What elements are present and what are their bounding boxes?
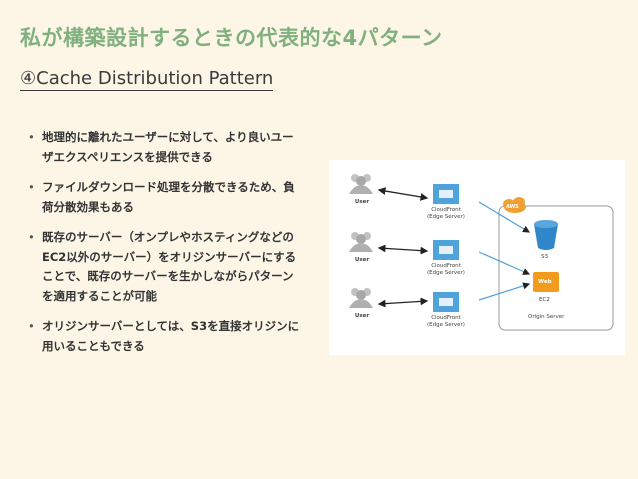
cloudfront-icon [433,184,459,204]
s3-label: S3 [541,254,548,260]
bullet-item: ファイルダウンロード処理を分散できるため、負荷分散効果もある [28,178,303,217]
user-icon [349,288,373,308]
bullet-item: オリジンサーバーとしては、S3を直接オリジンに用いることもできる [28,317,303,356]
bullet-item: 地理的に離れたユーザーに対して、より良いユーザエクスペリエンスを提供できる [28,128,303,167]
ec2-label: EC2 [539,297,550,303]
user-edge-arrow [377,244,429,255]
cloudfront-name: CloudFront [431,315,461,321]
architecture-diagram: User User User CloudFront (Edge Server) … [329,160,625,355]
cloudfront-role: (Edge Server) [427,269,465,276]
origin-server-label: Origin Server [528,314,565,320]
user-icon [349,232,373,252]
bullet-list: 地理的に離れたユーザーに対して、より良いユーザエクスペリエンスを提供できる ファ… [28,128,303,367]
slide-title: 私が構築設計するときの代表的な4パターン [20,26,443,50]
cloudfront-icon [433,292,459,312]
cloudfront-role: (Edge Server) [427,213,465,220]
cloudfront-name: CloudFront [431,263,461,269]
cloudfront-name: CloudFront [431,207,461,213]
cloudfront-label: CloudFront (Edge Server) [416,263,476,276]
cloudfront-label: CloudFront (Edge Server) [416,207,476,220]
origin-arrow [478,201,531,233]
user-label: User [354,313,370,319]
user-edge-arrow [377,297,429,308]
aws-cloud-icon [503,197,526,213]
aws-badge-label: AWS [506,204,519,210]
cloudfront-role: (Edge Server) [427,321,465,328]
origin-server-box [498,205,614,331]
cloudfront-label: CloudFront (Edge Server) [416,315,476,328]
user-icon [349,174,373,194]
origin-arrow [478,251,531,275]
s3-bucket-icon [534,220,558,250]
user-label: User [354,257,370,263]
origin-arrow [478,282,531,301]
user-edge-arrow [377,187,429,201]
ec2-web-icon [533,272,559,292]
web-label: Web [538,279,552,285]
user-label: User [354,199,370,205]
cloudfront-icon [433,240,459,260]
diagram-canvas [349,174,614,331]
slide-subtitle: ④Cache Distribution Pattern [20,68,274,91]
bullet-item: 既存のサーバー（オンプレやホスティングなどのEC2以外のサーバー）をオリジンサー… [28,228,303,306]
